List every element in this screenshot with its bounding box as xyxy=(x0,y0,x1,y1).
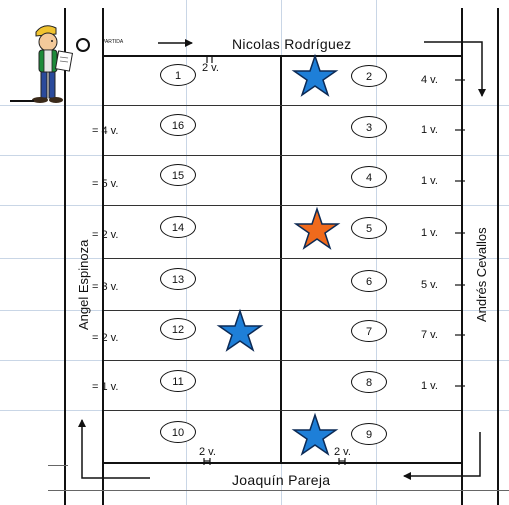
blue-star-icon xyxy=(294,415,336,454)
bottom-right-tick-marks xyxy=(339,458,345,465)
top-tick-marks xyxy=(207,56,212,63)
blue-star-icon xyxy=(294,56,336,95)
bottom-right-arrow xyxy=(404,432,480,476)
top-right-arrow xyxy=(424,42,482,96)
bottom-left-arrow xyxy=(82,420,150,478)
blue-star-icon xyxy=(219,311,261,350)
orange-star-icon xyxy=(296,209,338,248)
side-tick-marks xyxy=(455,80,465,386)
referee-person-icon xyxy=(10,26,72,103)
bottom-left-tick-marks xyxy=(204,458,210,465)
